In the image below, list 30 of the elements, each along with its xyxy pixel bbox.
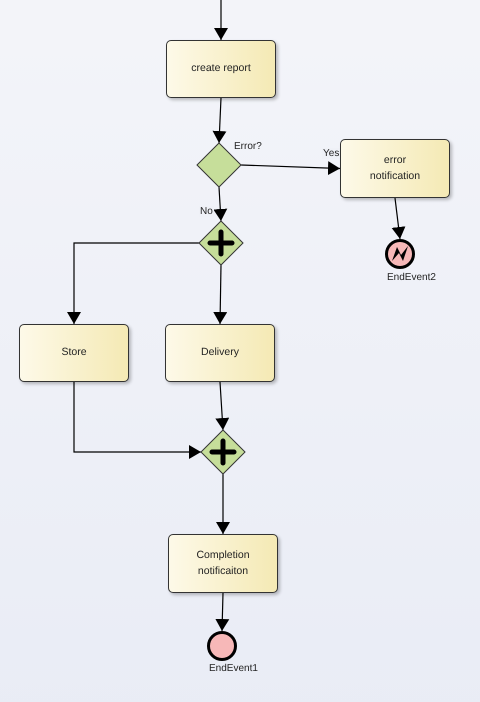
end-event-circle [207,631,237,661]
arrow [73,382,201,459]
arrow [215,382,230,430]
arrow [213,264,228,324]
edge-label: Yes [322,148,340,159]
gateway-diamond [201,430,245,474]
task-label: Delivery [200,345,240,360]
task-label: Completion notificaiton [195,548,251,578]
arrow [213,186,228,222]
task-label: Store [60,345,88,360]
task-box [166,40,276,98]
arrow [240,161,340,176]
arrow [215,592,230,632]
task-box [165,324,275,382]
task-box [19,324,129,382]
event-label: EndEvent2 [387,272,436,283]
task-label: create report [190,61,252,76]
event-label: Error? [234,141,262,152]
gateway-diamond [199,221,243,265]
arrow [214,0,228,40]
event-label: EndEvent1 [209,663,258,674]
task-label: error notification [368,153,422,184]
arrow [392,198,406,240]
task-box [340,139,450,198]
arrow [212,98,227,144]
arrow [216,474,230,534]
edge-label: No [199,206,214,217]
arrow [67,242,199,324]
end-event-circle [385,239,415,269]
task-box [168,534,278,593]
